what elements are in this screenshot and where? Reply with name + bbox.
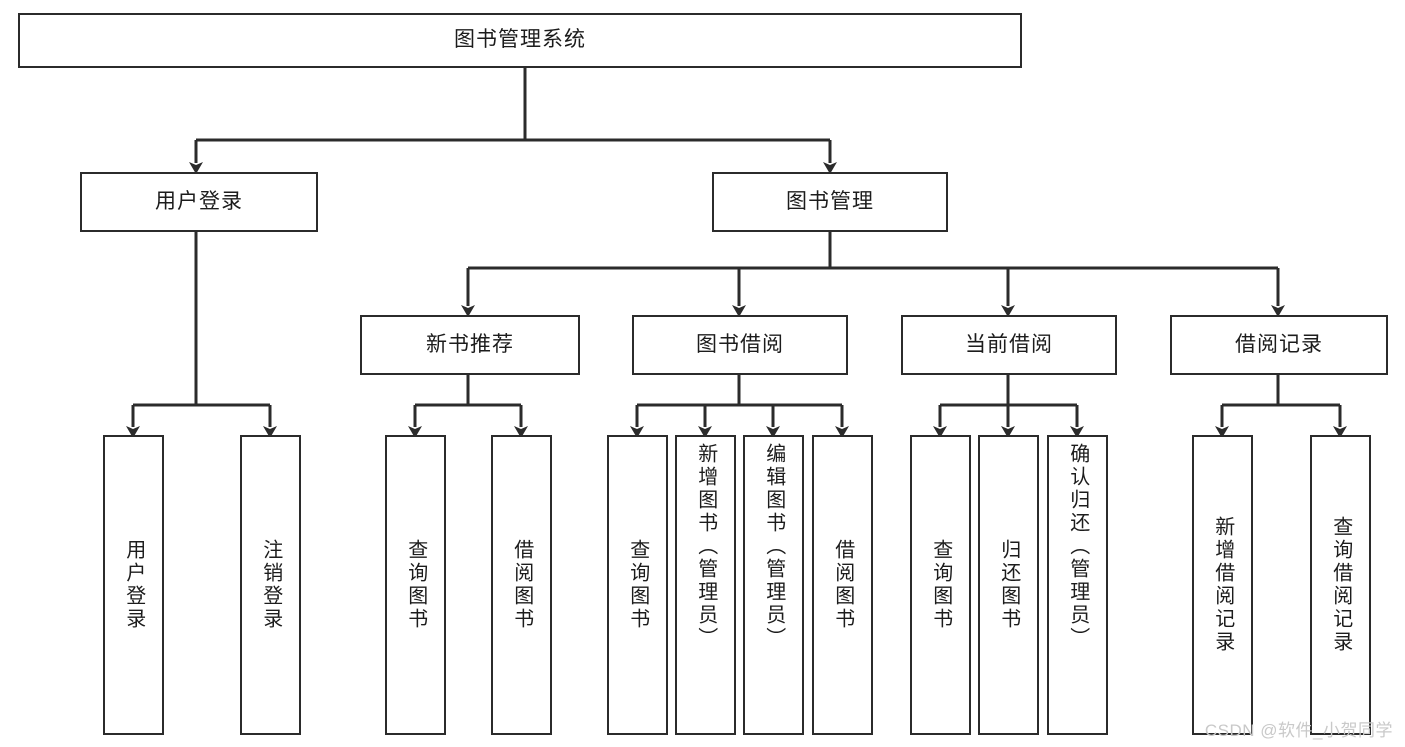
node-user-login[interactable]: 用户登录 [80,172,318,232]
node-current-label: 当前借阅 [965,332,1053,356]
leaf-user-login-0-label: 用户登录 [122,539,145,631]
node-new-book-label: 新书推荐 [426,332,514,356]
node-root[interactable]: 图书管理系统 [18,13,1022,68]
leaf-current-0[interactable]: 查询图书 [910,435,971,735]
leaf-records-0[interactable]: 新增借阅记录 [1192,435,1253,735]
node-new-book[interactable]: 新书推荐 [360,315,580,375]
leaf-borrow-3-label: 借阅图书 [831,539,854,631]
leaf-new-book-1-label: 借阅图书 [510,539,533,631]
leaf-current-1[interactable]: 归还图书 [978,435,1039,735]
node-book-manage[interactable]: 图书管理 [712,172,948,232]
leaf-borrow-3[interactable]: 借阅图书 [812,435,873,735]
node-records[interactable]: 借阅记录 [1170,315,1388,375]
leaf-borrow-1[interactable]: 新增图书（管理员） [675,435,736,735]
leaf-current-1-label: 归还图书 [997,539,1020,631]
node-records-label: 借阅记录 [1235,332,1323,356]
csdn-watermark: CSDN @软件_小贺同学 [1204,721,1393,740]
leaf-borrow-0[interactable]: 查询图书 [607,435,668,735]
leaf-new-book-0-label: 查询图书 [404,539,427,631]
leaf-new-book-0[interactable]: 查询图书 [385,435,446,735]
leaf-current-2[interactable]: 确认归还（管理员） [1047,435,1108,735]
node-root-label: 图书管理系统 [454,28,586,52]
leaf-borrow-2[interactable]: 编辑图书（管理员） [743,435,804,735]
leaf-borrow-1-label: 新增图书（管理员） [694,443,717,650]
leaf-user-login-0[interactable]: 用户登录 [103,435,164,735]
leaf-user-login-1-label: 注销登录 [259,539,282,631]
leaf-records-0-label: 新增借阅记录 [1211,516,1234,654]
node-user-login-label: 用户登录 [155,189,243,213]
node-borrow-label: 图书借阅 [696,332,784,356]
leaf-records-1[interactable]: 查询借阅记录 [1310,435,1371,735]
leaf-current-0-label: 查询图书 [929,539,952,631]
node-current[interactable]: 当前借阅 [901,315,1117,375]
leaf-records-1-label: 查询借阅记录 [1329,516,1352,654]
leaf-borrow-2-label: 编辑图书（管理员） [762,443,785,650]
leaf-user-login-1[interactable]: 注销登录 [240,435,301,735]
node-book-manage-label: 图书管理 [786,189,874,213]
leaf-current-2-label: 确认归还（管理员） [1066,443,1089,650]
leaf-new-book-1[interactable]: 借阅图书 [491,435,552,735]
node-borrow[interactable]: 图书借阅 [632,315,848,375]
leaf-borrow-0-label: 查询图书 [626,539,649,631]
